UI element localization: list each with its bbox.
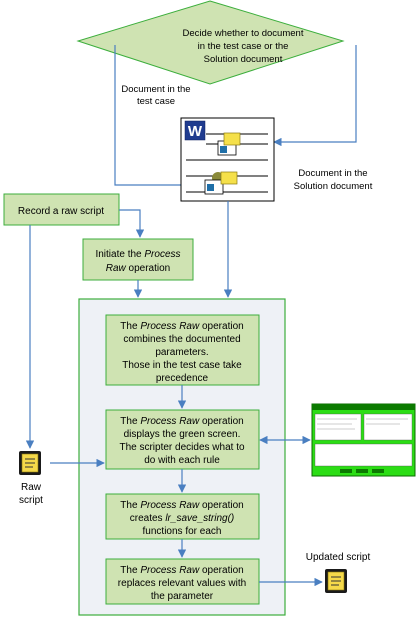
step2-line3: The scripter decides what to <box>119 442 244 453</box>
step3-line2: creates lr_save_string() <box>130 513 235 524</box>
initiate-label-line1: Initiate the Process <box>95 249 180 260</box>
step1-line4: Those in the test case take <box>122 360 242 371</box>
arrow-solution-branch <box>273 45 357 147</box>
initiate-label-line2: Raw operation <box>106 263 171 274</box>
decision-text-line3: Solution document <box>204 54 283 65</box>
step3-line3: functions for each <box>143 526 222 537</box>
raw-script-label-2: script <box>19 495 43 506</box>
svg-text:W: W <box>188 123 203 140</box>
label-doc-test-case-1: Document in the <box>121 84 190 95</box>
step-green-screen-box <box>105 409 260 470</box>
step2-line1: The Process Raw operation <box>120 416 243 427</box>
raw-script-label-1: Raw <box>21 482 42 493</box>
step-combine-parameters-box <box>105 314 260 386</box>
step1-line2: combines the documented <box>123 334 240 345</box>
updated-script-scroll-icon <box>325 569 347 593</box>
step4-line1: The Process Raw operation <box>120 565 243 576</box>
decision-text-line2: in the test case or the <box>198 41 289 52</box>
green-screen-thumbnail <box>311 403 416 477</box>
step1-line5: precedence <box>156 373 209 384</box>
step-replace-values-box <box>105 558 260 605</box>
arrow-test-case-branch <box>114 45 193 190</box>
word-document-icon: W <box>180 117 275 202</box>
step4-line2: replaces relevant values with <box>118 578 246 589</box>
arrow-record-to-initiate <box>119 209 145 238</box>
step2-line4: do with each rule <box>144 455 220 466</box>
step4-line3: the parameter <box>151 591 214 602</box>
decision-diamond <box>76 0 345 85</box>
step1-line1: The Process Raw operation <box>120 321 243 332</box>
step3-line1: The Process Raw operation <box>120 500 243 511</box>
updated-script-label: Updated script <box>306 552 371 563</box>
label-doc-solution-2: Solution document <box>294 181 373 192</box>
step2-line2: displays the green screen. <box>124 429 241 440</box>
record-raw-script-label: Record a raw script <box>18 206 104 217</box>
raw-script-scroll-icon <box>19 451 41 475</box>
label-doc-test-case-2: test case <box>137 96 175 107</box>
record-raw-script-box <box>3 193 120 226</box>
step-create-save-string-box <box>105 493 260 540</box>
decision-text-line1: Decide whether to document <box>183 28 304 39</box>
step1-line3: parameters. <box>155 347 208 358</box>
label-doc-solution-1: Document in the <box>298 168 367 179</box>
